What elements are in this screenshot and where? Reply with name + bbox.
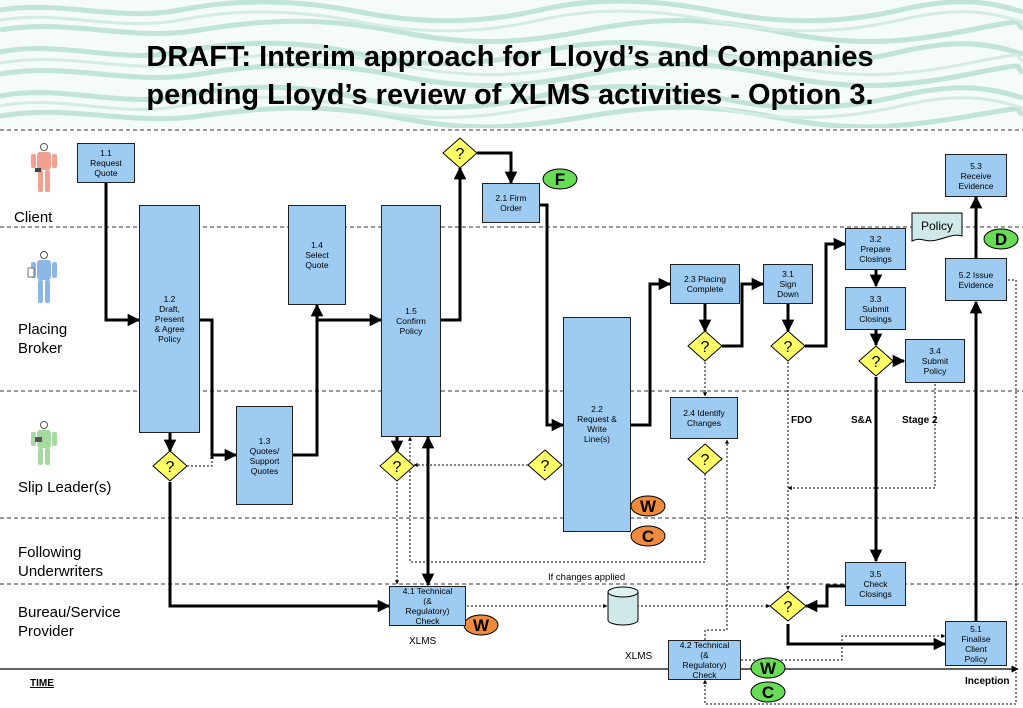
policy-document-icon	[911, 212, 963, 242]
note-stage2: Stage 2	[902, 415, 938, 426]
lane-label-client: Client	[14, 209, 53, 226]
database-cylinder-icon	[607, 586, 639, 626]
process-3-1-label: 3.1 Sign Down	[777, 269, 799, 299]
note-fdo: FDO	[791, 415, 813, 426]
process-2-4: 2.4 Identify Changes	[670, 397, 738, 439]
process-5-1-label: 5.1 Finalise Client Policy	[961, 623, 991, 664]
flow-1-5-to-diamond-top	[441, 166, 467, 322]
process-4-1-label: 4.1 Technical (& Regulatory) Check	[402, 586, 453, 626]
process-3-4: 3.4 Submit Policy	[905, 339, 965, 383]
wave-pattern	[0, 0, 1023, 128]
flow-2-1-to-2-2	[540, 203, 565, 432]
note-xlms-4-1: XLMS	[409, 636, 437, 647]
process-1-2-label: 1.2 Draft, Present & Agree Policy	[154, 294, 185, 344]
process-2-2: 2.2 Request & Write Line(s)	[563, 317, 631, 532]
page-title: DRAFT: Interim approach for Lloyd’s and …	[60, 38, 960, 114]
note-if-changes: If changes applied	[548, 572, 626, 583]
flow-diamond-to-3-1	[722, 277, 765, 348]
time-label: TIME	[30, 678, 54, 689]
flow-1-1-to-1-2	[104, 183, 141, 327]
flow-diamond-to-3-2	[805, 237, 847, 348]
flow-diamond-to-5-1	[786, 624, 947, 651]
process-5-3-label: 5.3 Receive Evidence	[958, 160, 994, 191]
process-3-4-label: 3.4 Submit Policy	[921, 346, 949, 376]
process-5-3: 5.3 Receive Evidence	[945, 154, 1007, 197]
lane-label-placing-broker: Placing Broker	[18, 321, 68, 357]
dotted-4-2-to-5-1	[741, 633, 946, 661]
flow-1-3-to-1-4	[293, 303, 324, 457]
process-3-3: 3.3 Submit Closings	[845, 287, 906, 330]
dotted-4-2-to-2-4	[704, 439, 730, 640]
process-1-3-label: 1.3 Quotes/ Support Quotes	[249, 435, 280, 476]
dotted-stage2	[787, 384, 936, 491]
lane-label-slip-leader: Slip Leader(s)	[18, 479, 112, 496]
process-1-1: 1.1 Request Quote	[77, 143, 135, 183]
process-3-2: 3.2 Prepare Closings	[845, 228, 906, 270]
header-band: DRAFT: Interim approach for Lloyd’s and …	[0, 0, 1023, 128]
process-1-1-label: 1.1 Request Quote	[90, 148, 122, 178]
process-3-5: 3.5 Check Closings	[845, 562, 906, 606]
dotted-5-2-bypass	[702, 279, 1017, 705]
process-5-2-label: 5.2 Issue Evidence	[958, 269, 994, 290]
note-sa: S&A	[851, 415, 873, 426]
process-4-2-label: 4.2 Technical (& Regulatory) Check	[679, 640, 730, 680]
process-1-4-label: 1.4 Select Quote	[305, 240, 329, 270]
process-4-1: 4.1 Technical (& Regulatory) Check	[389, 586, 466, 626]
dotted-1-3-back	[187, 454, 215, 467]
process-1-3: 1.3 Quotes/ Support Quotes	[236, 406, 293, 505]
process-1-5: 1.5 Confirm Policy	[381, 205, 441, 437]
process-5-2: 5.2 Issue Evidence	[945, 258, 1007, 301]
process-2-3: 2.3 Placing Complete	[670, 264, 740, 304]
process-2-1-label: 2.1 Firm Order	[495, 193, 527, 213]
flow-2-2-to-2-3	[631, 277, 672, 427]
lane-label-following-underwriters: Following Underwriters	[18, 544, 104, 580]
lane-label-bureau: Bureau/Service Provider	[18, 604, 121, 640]
process-3-5-label: 3.5 Check Closings	[859, 569, 892, 599]
process-3-2-label: 3.2 Prepare Closings	[859, 234, 892, 264]
title-line-1: DRAFT: Interim approach for Lloyd’s and …	[146, 41, 874, 73]
process-5-1: 5.1 Finalise Client Policy	[945, 621, 1007, 666]
process-2-2-label: 2.2 Request & Write Line(s)	[577, 404, 617, 444]
process-2-1: 2.1 Firm Order	[482, 183, 540, 223]
inception-label: Inception	[965, 676, 1010, 687]
flow-diamond-to-2-1	[477, 151, 518, 185]
flow-1-2-to-1-3	[200, 318, 238, 462]
process-2-4-label: 2.4 Identify Changes	[683, 408, 725, 428]
flow-diamond-to-4-1	[168, 482, 391, 613]
process-4-2: 4.2 Technical (& Regulatory) Check	[668, 640, 741, 680]
dotted-2-4-loop	[407, 436, 706, 563]
note-xlms-4-2: XLMS	[625, 651, 653, 662]
process-1-5-label: 1.5 Confirm Policy	[396, 306, 426, 336]
process-1-2: 1.2 Draft, Present & Agree Policy	[139, 205, 200, 433]
process-2-3-label: 2.3 Placing Complete	[683, 274, 727, 294]
process-1-4: 1.4 Select Quote	[288, 205, 346, 305]
process-3-3-label: 3.3 Submit Closings	[859, 293, 892, 324]
flow-1-4-to-1-5	[315, 305, 383, 327]
process-3-1: 3.1 Sign Down	[763, 264, 813, 304]
title-line-2: pending Lloyd’s review of XLMS activitie…	[146, 79, 874, 111]
flow-3-5-to-diamond	[804, 584, 845, 613]
